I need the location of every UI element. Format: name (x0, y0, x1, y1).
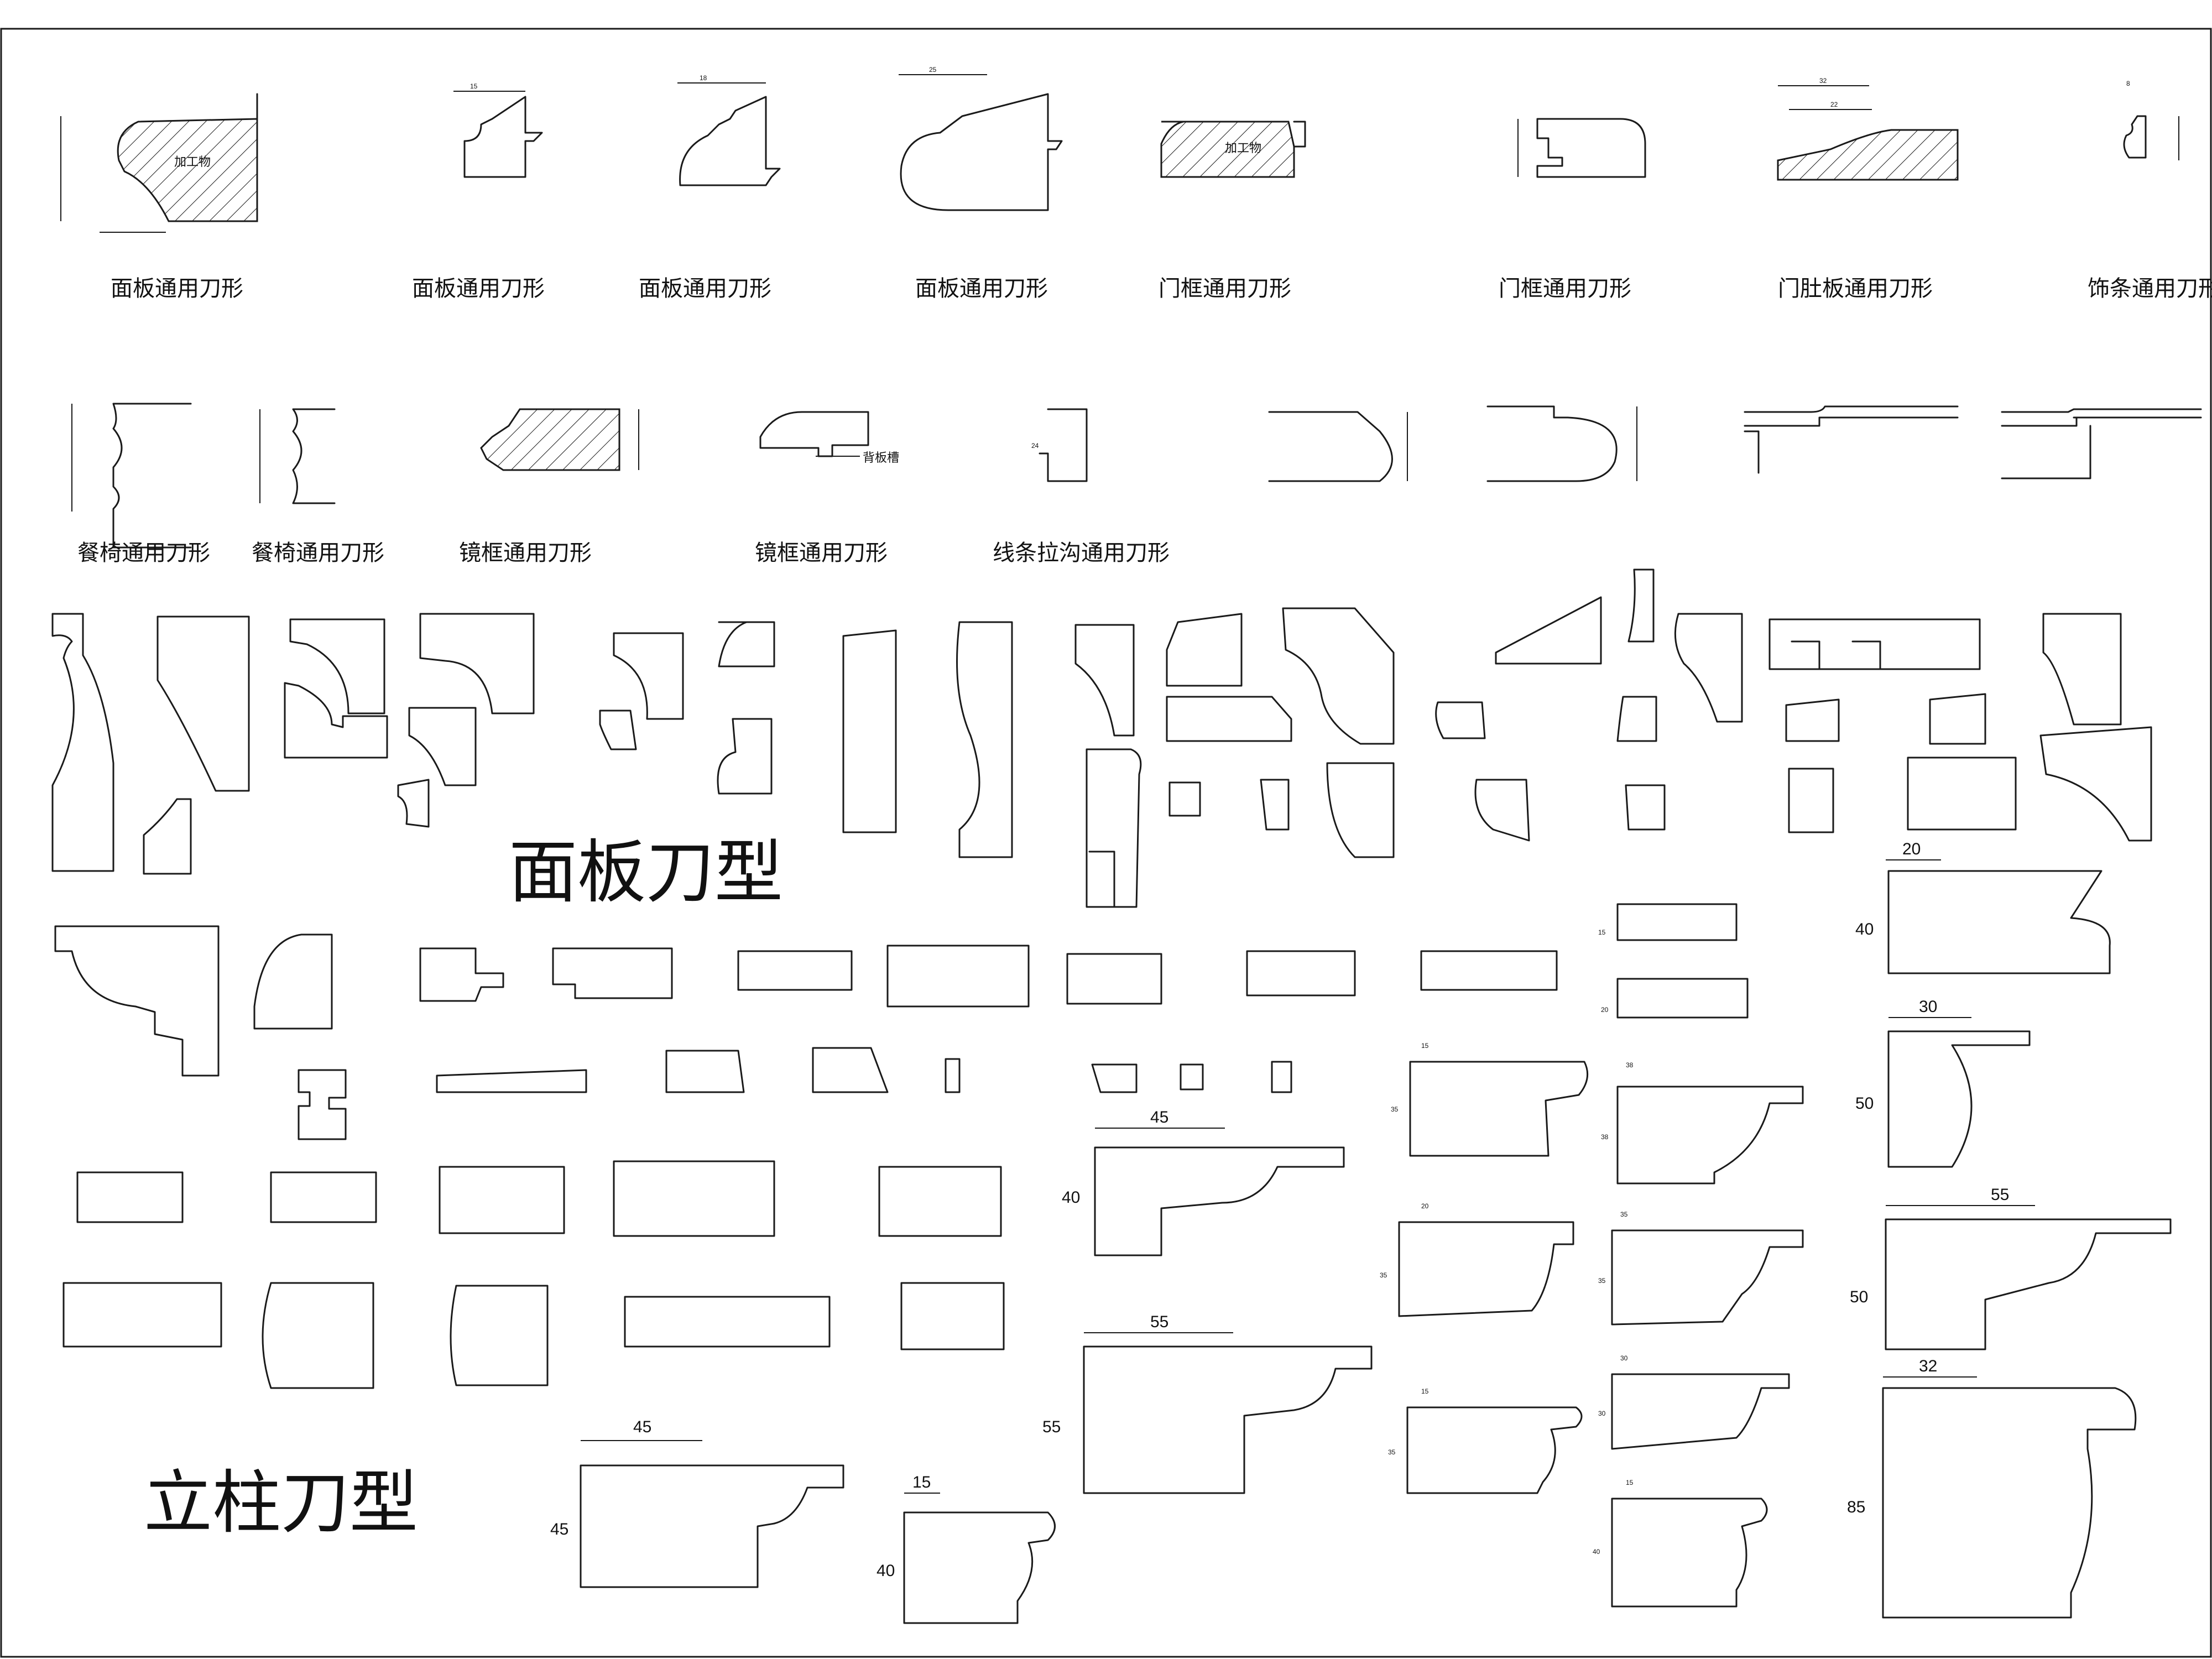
dim-text: 38 (1626, 1061, 1634, 1069)
dim-text: 55 (1150, 1313, 1168, 1331)
back-slot-note: 背板槽 (863, 451, 899, 465)
dim-text: 15 (470, 82, 478, 90)
dim-text: 45 (1150, 1108, 1168, 1126)
dim-text: 35 (1620, 1211, 1628, 1218)
caption-panel-4: 面板通用刀形 (915, 276, 1048, 301)
dim-text: 15 (1421, 1042, 1429, 1050)
cut-note: 加工物 (174, 155, 211, 169)
dim-text: 22 (1830, 101, 1838, 108)
caption-door-panel: 门肚板通用刀形 (1778, 276, 1933, 301)
profile-door-frame-2 (1517, 118, 1646, 178)
dim-text: 15 (1598, 928, 1606, 936)
dim-text: 20 (1421, 1202, 1429, 1210)
dim-text: 50 (1855, 1094, 1874, 1113)
caption-trim: 饰条通用刀形 (2088, 276, 2212, 301)
profile-dining-chair-1 (71, 403, 192, 549)
caption-dining-chair-1: 餐椅通用刀形 (77, 540, 210, 566)
caption-door-frame-1: 门框通用刀形 (1159, 276, 1291, 301)
dimensioned-profiles: 15 20 20 40 30 50 55 50 32 85 45 40 55 5… (550, 840, 2172, 1624)
dim-text: 45 (550, 1520, 568, 1538)
caption-mirror-frame-2: 镜框通用刀形 (755, 540, 888, 566)
profile-dining-chair-2 (259, 408, 336, 504)
dim-text: 30 (1919, 998, 1937, 1016)
dim-text: 35 (1391, 1105, 1399, 1113)
dim-text: 40 (1855, 920, 1874, 938)
section-title-column: 立柱刀型 (144, 1463, 418, 1543)
profile-edge-4 (2001, 408, 2202, 479)
dim-text: 15 (1626, 1479, 1634, 1486)
caption-mirror-frame-1: 镜框通用刀形 (459, 540, 592, 566)
dim-text: 15 (1421, 1387, 1429, 1395)
dim-text: 25 (929, 66, 937, 74)
dim-text: 40 (1593, 1548, 1600, 1556)
dim-text: 40 (877, 1562, 895, 1580)
column-knife-shapes (54, 925, 1558, 1389)
dim-text: 20 (1902, 840, 1921, 858)
caption-panel-2: 面板通用刀形 (412, 276, 545, 301)
dim-text: 45 (633, 1418, 651, 1436)
caption-dining-chair-2: 餐椅通用刀形 (252, 540, 384, 566)
dim-text: 30 (1620, 1354, 1628, 1362)
dim-text: 20 (1601, 1006, 1609, 1014)
sheet-border (0, 28, 2212, 1658)
dim-text: 40 (1062, 1188, 1080, 1207)
profile-mirror-frame-1 (480, 408, 639, 471)
dim-text: 35 (1598, 1277, 1606, 1285)
cut-note: 加工物 (1225, 142, 1261, 155)
profile-groove: 24 (1031, 408, 1088, 482)
profile-panel-3: 18 (677, 74, 781, 186)
panel-knife-shapes (51, 568, 2152, 908)
dim-text: 32 (1819, 77, 1827, 85)
dim-text: 30 (1598, 1410, 1606, 1417)
profile-panel-1: 加工物 (60, 93, 258, 233)
dim-text: 18 (700, 74, 707, 82)
dim-text: 15 (912, 1473, 931, 1491)
profile-door-frame-1: 加工物 (1160, 121, 1306, 178)
profile-trim: 8 (2123, 80, 2179, 160)
dim-text: 8 (2126, 80, 2130, 87)
dim-text: 85 (1847, 1498, 1865, 1516)
dim-text: 32 (1919, 1357, 1937, 1375)
section-title-panel: 面板刀型 (509, 833, 783, 912)
profile-mirror-frame-2: 背板槽 (759, 411, 899, 465)
dim-text: 35 (1380, 1271, 1387, 1279)
dim-text: 50 (1850, 1288, 1868, 1306)
caption-panel-3: 面板通用刀形 (639, 276, 771, 301)
profile-edge-1 (1268, 411, 1408, 482)
dim-text: 55 (1991, 1186, 2009, 1204)
dim-text: 35 (1388, 1448, 1396, 1456)
profile-edge-3 (1744, 405, 1959, 474)
profile-panel-2: 15 (453, 82, 543, 178)
profile-panel-4: 25 (899, 66, 1063, 211)
caption-panel-1: 面板通用刀形 (111, 276, 243, 301)
profile-door-panel: 32 22 (1777, 77, 1959, 181)
dim-text: 38 (1601, 1133, 1609, 1141)
caption-groove: 线条拉沟通用刀形 (993, 540, 1170, 566)
profile-edge-2 (1486, 405, 1637, 482)
dim-text: 55 (1042, 1418, 1061, 1436)
dim-text: 24 (1031, 442, 1039, 450)
caption-door-frame-2: 门框通用刀形 (1499, 276, 1631, 301)
